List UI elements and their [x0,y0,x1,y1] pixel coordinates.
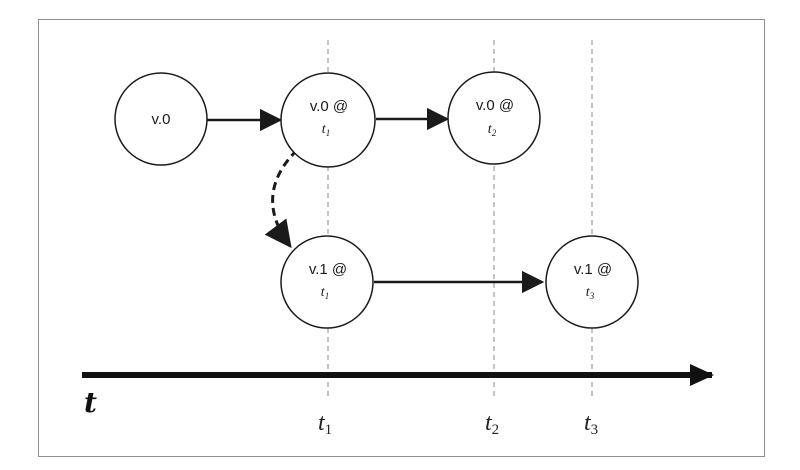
node-v0t2-time: t2 [488,122,497,138]
node-v0t1-circle [280,72,376,168]
time-axis-arrowhead [690,364,714,386]
node-v1t1-time: t1 [321,285,329,301]
node-v1t3-label: v.1 @ [574,261,612,278]
node-v0-label: v.0 [152,111,171,128]
tick-label-t3: t3 [584,410,598,438]
node-v0t2: v.0 @ t2 [447,71,541,165]
tick-label-t2: t2 [485,410,499,438]
node-v0t2-label: v.0 @ [476,97,514,114]
edge-v0t1-to-v1t1-dashed [264,148,299,249]
time-axis-label: t [84,386,97,419]
node-v0t1-label: v.0 @ [310,98,348,115]
node-v1t1: v.1 @ t1 [280,235,374,329]
node-v0-circle [114,72,208,166]
node-v1t1-label: v.1 @ [309,261,347,278]
node-v0t2-circle [447,71,541,165]
node-v1t1-circle [280,235,374,329]
tick-label-t1: t1 [318,410,332,438]
node-v0: v.0 [114,72,208,166]
node-v0t1-time: t1 [322,122,330,138]
node-v0t1: v.0 @ t1 [280,72,376,168]
node-v1t3-time: t3 [586,285,595,301]
node-v1t3-circle [545,235,639,329]
node-v1t3: v.1 @ t3 [545,235,639,329]
